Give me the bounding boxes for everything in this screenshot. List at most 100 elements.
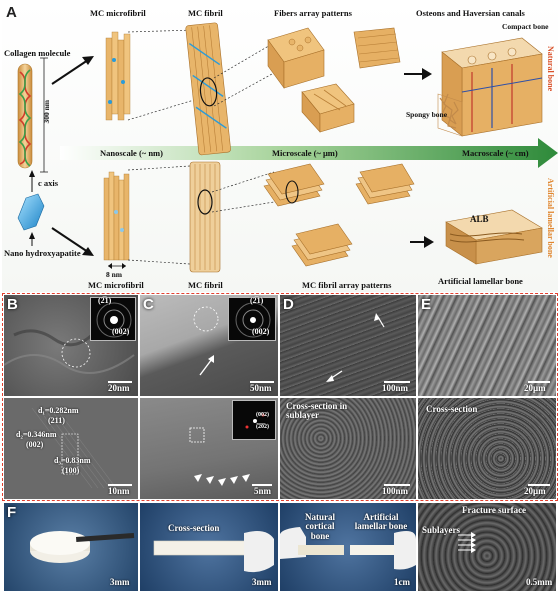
c-fft1: (002) <box>256 412 269 418</box>
panel-d-top-arrows <box>326 313 385 382</box>
d-bottom-scalebar <box>384 484 410 486</box>
panel-e-top-sem: 20μm E <box>418 295 556 396</box>
f1-scale-text: 3mm <box>110 577 130 587</box>
b-top-scale-text: 20nm <box>108 383 130 393</box>
e-bottom-label: Cross-section <box>426 404 478 414</box>
panel-b-top-texture <box>4 329 135 374</box>
artificial-side-label: Artificial lamellar bone <box>546 178 555 258</box>
b-bottom-scale-text: 10nm <box>108 486 130 496</box>
b-d3-hkl: (100) <box>62 466 80 475</box>
e-top-scale-text: 20μm <box>524 383 546 393</box>
collagen-molecule <box>17 63 33 169</box>
f4-sublayers: Sublayers <box>422 525 461 535</box>
panel-f-sem-fracture: Fracture surface Sublayers 0.5mm <box>418 503 556 591</box>
b-top-scalebar <box>108 381 132 383</box>
panel-b-top-tem: (2̅1) (002) 20nm B <box>4 295 138 396</box>
nano-ha-label: Nano hydroxyapatite <box>4 248 81 258</box>
compact-bone-label: Compact bone <box>502 22 549 31</box>
comparison-samples <box>280 527 416 570</box>
lattice-fringes <box>31 407 117 489</box>
f3-artificial: Artificial lamellar bone <box>354 512 408 532</box>
panel-e-letter: E <box>421 296 432 313</box>
fft-pattern <box>245 413 265 429</box>
panel-d-letter: D <box>283 296 294 313</box>
microscale-label: Microscale (~ μm) <box>272 148 338 158</box>
panel-a-schematic: A Collagen molecule 300 nm MC microfibri… <box>2 2 558 292</box>
mc-fibril-array-label: MC fibril array patterns <box>302 280 392 290</box>
c-plane1: (2̅1) <box>250 296 264 305</box>
d-bottom-scale-text: 100nm <box>382 486 409 496</box>
scale-arrow <box>60 138 558 168</box>
height-label: 300 nm <box>42 100 51 124</box>
c-fft2: (̅2̅0̅2) <box>256 424 269 430</box>
c-plane2: (002) <box>252 327 270 336</box>
mc-fibril-bottom <box>189 161 221 273</box>
f4-fracture: Fracture surface <box>462 505 527 515</box>
fiber-array-bundle-2 <box>353 27 401 69</box>
panel-a-illustration <box>17 22 558 273</box>
nanoscale-label: Nanoscale (~ nm) <box>100 148 163 158</box>
e-bottom-scale-text: 20μm <box>524 486 546 496</box>
c-saed-pattern <box>235 302 271 338</box>
saed-pattern <box>96 302 132 338</box>
c-top-scalebar <box>250 381 274 383</box>
mc-microfibril-top-label: MC microfibril <box>90 8 146 18</box>
f2-scale-text: 3mm <box>252 577 272 587</box>
e-bottom-scalebar <box>528 484 550 486</box>
panel-c-top-tem: (2̅1) (002) 50nm C <box>140 295 278 396</box>
panel-a-letter: A <box>6 4 17 21</box>
panel-c-bottom-texture <box>189 427 250 486</box>
width-label: 8 nm <box>106 270 123 279</box>
panel-b-letter: B <box>7 296 18 313</box>
panel-f-letter: F <box>7 504 17 521</box>
saed-inset <box>90 297 136 341</box>
selected-area-circle <box>61 338 91 368</box>
bone-block <box>437 37 543 137</box>
panel-c-top-texture <box>193 306 219 376</box>
panel-d-top-image: 100nm D <box>280 295 416 396</box>
e-top-scalebar <box>528 381 550 383</box>
fiber-array-bundle-1 <box>267 27 325 89</box>
panel-f-photo-crosssection: Cross-section 3mm <box>140 503 278 591</box>
b-d1: d₁=0.282nm <box>38 406 79 415</box>
osteons-label: Osteons and Haversian canals <box>416 8 525 18</box>
mc-microfibril-bottom <box>103 171 130 261</box>
c-axis-label: c axis <box>38 178 59 188</box>
panel-b-bottom-hrtem: d₁=0.282nm (211) d₂=0.346nm (002) d₃=0.8… <box>4 398 138 499</box>
fibril-array-stack-1 <box>263 163 325 207</box>
sublayer-arrows <box>458 532 476 553</box>
b-d3: d₃=0.83nm <box>54 456 91 465</box>
fibril-array-stack-3 <box>291 223 353 267</box>
f3-scale-text: 1cm <box>394 577 410 587</box>
spongy-bone-label: Spongy bone <box>406 110 448 119</box>
c-bottom-scalebar <box>252 484 272 486</box>
c-top-scale-text: 50nm <box>250 383 272 393</box>
mc-microfibril-bottom-label: MC microfibril <box>88 280 144 290</box>
d-top-scalebar <box>384 381 410 383</box>
f3-natural: Natural cortical bone <box>305 512 335 541</box>
f2-label: Cross-section <box>168 523 220 533</box>
micrograph-frame <box>2 293 558 501</box>
mc-microfibril-top <box>105 31 131 121</box>
d-top-scale-text: 100nm <box>382 383 409 393</box>
b-d1-hkl: (211) <box>48 416 65 425</box>
c-bottom-scale-text: 5nm <box>254 486 272 496</box>
fft-inset <box>232 400 276 440</box>
b-d2-hkl: (002) <box>26 440 44 449</box>
d-bottom-label: Cross-section in sublayer <box>286 401 348 421</box>
b-plane2: (002) <box>112 327 130 336</box>
alb-label: Artificial lamellar bone <box>438 276 523 286</box>
mc-fibril-bottom-label: MC fibril <box>188 280 223 290</box>
c-saed-inset <box>228 297 276 341</box>
panel-f-photo-comparison: Natural cortical bone Artificial lamella… <box>280 503 416 591</box>
natural-bone-label: Natural bone <box>546 46 555 92</box>
mc-fibril-top-label: MC fibril <box>188 8 223 18</box>
panel-f-photo-disc: 3mm F <box>4 503 138 591</box>
alb-block <box>445 209 543 265</box>
macroscale-label: Macroscale (~ cm) <box>462 148 529 158</box>
b-d2: d₂=0.346nm <box>16 430 57 439</box>
panel-d-bottom-image: Cross-section in sublayer 100nm <box>280 398 416 499</box>
fiber-array-bundle-3 <box>301 83 355 133</box>
collagen-label: Collagen molecule <box>4 48 71 58</box>
panel-c-letter: C <box>143 296 154 313</box>
